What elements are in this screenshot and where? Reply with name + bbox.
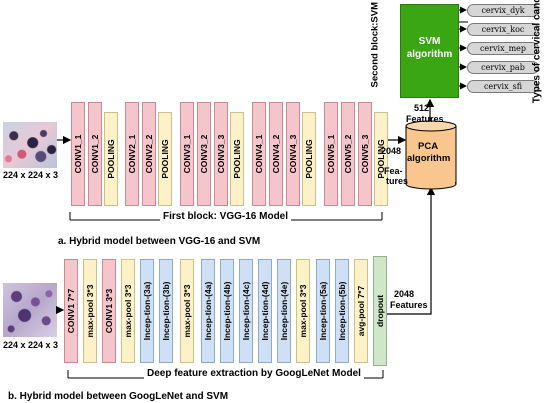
svm-label-1: SVM bbox=[418, 36, 441, 47]
vgg-layer-label: CONV3_3 bbox=[216, 134, 226, 174]
class-oval: cervix_koc bbox=[467, 23, 539, 36]
googlenet-layer-label: Incep-tion-(4a) bbox=[203, 281, 213, 341]
vgg-layer-label: CONV3_2 bbox=[199, 134, 209, 174]
googlenet-layer-label: Incep-tion-(5a) bbox=[318, 281, 328, 341]
googlenet-layer-label: dropout bbox=[375, 294, 385, 328]
svm-label-2: algorithm bbox=[406, 49, 453, 60]
vgg-layer-label: CONV2_1 bbox=[127, 134, 137, 174]
pca-svm-count: 512 bbox=[414, 103, 430, 113]
vgg-layer-label: POOLING bbox=[160, 139, 170, 179]
vgg-layer-conv: CONV3_2 bbox=[197, 102, 211, 206]
pca-label-1: PCA bbox=[418, 141, 439, 152]
vgg-layer-conv: CONV1_1 bbox=[71, 102, 85, 206]
vgg-layer-conv: CONV4_2 bbox=[269, 102, 283, 206]
googlenet-layer-pool: max-pool 3*3 bbox=[121, 259, 135, 363]
vgg-layer-label: CONV5_2 bbox=[343, 134, 353, 174]
vgg-block-label: First block: VGG-16 Model bbox=[160, 211, 292, 222]
vgg-layer-label: POOLING bbox=[304, 139, 314, 179]
googlenet-layer-conv: CONV1 7*7 bbox=[64, 259, 78, 363]
googlenet-layer-incep: Incep-tion-(3b) bbox=[159, 259, 173, 363]
vgg-layer-pool: POOLING bbox=[230, 112, 244, 206]
googlenet-caption: b. Hybrid model between GoogLeNet and SV… bbox=[8, 391, 229, 402]
googlenet-output-count: 2048 bbox=[394, 289, 415, 299]
googlenet-layer-pool: avg-pool 7*7 bbox=[354, 259, 368, 363]
googlenet-layer-label: CONV1 7*7 bbox=[66, 288, 76, 334]
vgg-layer-label: CONV4_1 bbox=[254, 134, 264, 174]
vgg-layer-conv: CONV5_3 bbox=[358, 102, 372, 206]
vgg-layer-pool: POOLING bbox=[158, 112, 172, 206]
vgg-layer-pool: POOLING bbox=[104, 112, 118, 206]
vgg-layer-label: CONV5_1 bbox=[326, 134, 336, 174]
vgg-layer-conv: CONV3_1 bbox=[180, 102, 194, 206]
vgg-layer-label: CONV1_2 bbox=[90, 134, 100, 174]
googlenet-layer-label: max-pool 3*3 bbox=[123, 284, 133, 338]
vgg-layer-label: CONV4_3 bbox=[288, 134, 298, 174]
class-oval: cervix_mep bbox=[467, 42, 539, 55]
vgg-layer-label: POOLING bbox=[232, 139, 242, 179]
googlenet-layer-incep: Incep-tion-(4e) bbox=[277, 259, 291, 363]
googlenet-layer-pool: max-pool 3*3 bbox=[180, 259, 194, 363]
googlenet-layer-label: Incep-tion-(4d) bbox=[260, 281, 270, 341]
pca-svm-label: Features bbox=[406, 114, 444, 124]
input-image-googlenet bbox=[3, 283, 57, 337]
vgg-layer-label: CONV1_1 bbox=[73, 134, 83, 174]
vgg-output-label-2: tures bbox=[386, 176, 409, 186]
googlenet-layer-label: max-pool 3*3 bbox=[182, 284, 192, 338]
vgg-layer-pool: POOLING bbox=[374, 112, 388, 206]
vgg-layer-conv: CONV5_2 bbox=[341, 102, 355, 206]
vgg-layer-conv: CONV4_3 bbox=[286, 102, 300, 206]
vgg-layer-label: CONV4_2 bbox=[271, 134, 281, 174]
googlenet-layer-pool: max-pool 3*3 bbox=[83, 259, 97, 363]
googlenet-layer-incep: Incep-tion-(4b) bbox=[220, 259, 234, 363]
class-oval: cervix_dyk bbox=[467, 4, 539, 17]
googlenet-layer-incep: Incep-tion-(5b) bbox=[335, 259, 349, 363]
vgg-layer-conv: CONV4_1 bbox=[252, 102, 266, 206]
pca-label-2: algorithm bbox=[407, 153, 451, 164]
googlenet-layer-incep: Incep-tion-(4d) bbox=[258, 259, 272, 363]
pca-cylinder bbox=[405, 120, 457, 190]
vgg-layer-label: CONV5_3 bbox=[360, 134, 370, 174]
googlenet-layer-conv: CONV1 3*3 bbox=[102, 259, 116, 363]
vgg-output-label-1: Fea- bbox=[384, 166, 403, 176]
vgg-layer-label: CONV3_1 bbox=[182, 134, 192, 174]
googlenet-layer-label: max-pool 3*3 bbox=[85, 284, 95, 338]
vgg-layer-pool: POOLING bbox=[302, 112, 316, 206]
googlenet-layer-incep: Incep-tion-(4c) bbox=[239, 259, 253, 363]
googlenet-layer-incep: Incep-tion-(5a) bbox=[316, 259, 330, 363]
googlenet-layer-drop: dropout bbox=[373, 256, 387, 366]
googlenet-block-label: Deep feature extraction by GoogLeNet Mod… bbox=[144, 368, 364, 379]
vgg-layer-conv: CONV2_1 bbox=[125, 102, 139, 206]
classes-title: Types of cervical cancer bbox=[531, 0, 543, 104]
vgg-output-count: 2048 bbox=[381, 146, 402, 156]
googlenet-layer-pool: max-pool 3*3 bbox=[296, 259, 310, 363]
input-image-vgg bbox=[3, 122, 57, 168]
googlenet-layer-label: Incep-tion-(4c) bbox=[241, 281, 251, 341]
googlenet-input-dimensions: 224 x 224 x 3 bbox=[3, 340, 59, 350]
vgg-input-dimensions: 224 x 224 x 3 bbox=[3, 170, 59, 180]
svm-box: SVM algorithm bbox=[400, 4, 459, 98]
vgg-layer-conv: CONV3_3 bbox=[214, 102, 228, 206]
vgg-layer-conv: CONV1_2 bbox=[88, 102, 102, 206]
googlenet-layer-label: Incep-tion-(3b) bbox=[161, 281, 171, 341]
vgg-layer-conv: CONV2_2 bbox=[142, 102, 156, 206]
googlenet-output-label: Features bbox=[390, 300, 428, 310]
vgg-layer-conv: CONV5_1 bbox=[324, 102, 338, 206]
googlenet-layer-incep: Incep-tion-(4a) bbox=[201, 259, 215, 363]
googlenet-layer-label: Incep-tion-(3a) bbox=[142, 281, 152, 341]
googlenet-layer-label: max-pool 3*3 bbox=[298, 284, 308, 338]
class-oval: cervix_pab bbox=[467, 61, 539, 74]
googlenet-layer-label: Incep-tion-(5b) bbox=[337, 281, 347, 341]
googlenet-layer-label: avg-pool 7*7 bbox=[356, 285, 366, 337]
vgg-caption: a. Hybrid model between VGG-16 and SVM bbox=[58, 236, 261, 247]
googlenet-layer-label: Incep-tion-(4e) bbox=[279, 281, 289, 341]
googlenet-layer-label: Incep-tion-(4b) bbox=[222, 281, 232, 341]
vgg-layer-label: CONV2_2 bbox=[144, 134, 154, 174]
vgg-layer-label: POOLING bbox=[106, 139, 116, 179]
googlenet-layer-incep: Incep-tion-(3a) bbox=[140, 259, 154, 363]
class-oval: cervix_sfi bbox=[467, 80, 539, 93]
googlenet-layer-label: CONV1 3*3 bbox=[104, 288, 114, 334]
svm-side-label: Second block:SVM bbox=[369, 1, 381, 88]
